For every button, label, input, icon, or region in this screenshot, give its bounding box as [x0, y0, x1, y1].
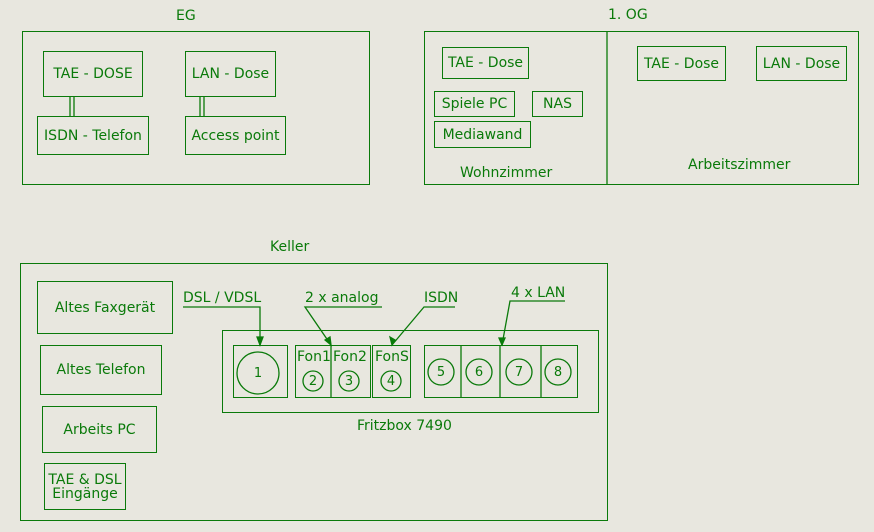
- eg-title: EG: [176, 8, 196, 24]
- og-title: 1. OG: [608, 7, 648, 23]
- eg-isdn-telefon[interactable]: ISDN - Telefon: [37, 116, 149, 155]
- eg-frame: [22, 31, 370, 185]
- port-3[interactable]: 3: [344, 374, 354, 389]
- fritzbox[interactable]: [222, 330, 599, 413]
- port-2[interactable]: 2: [308, 374, 318, 389]
- og-frame: [424, 31, 859, 185]
- arbeitszimmer-label: Arbeitszimmer: [688, 157, 791, 173]
- eg-tae-dose[interactable]: TAE - DOSE: [43, 51, 143, 97]
- fon-port-box: [295, 345, 371, 398]
- arbeit-lan-dose[interactable]: LAN - Dose: [756, 46, 847, 81]
- mediawand[interactable]: Mediawand: [434, 121, 531, 148]
- nas[interactable]: NAS: [532, 91, 583, 117]
- fons-label: FonS: [375, 349, 409, 365]
- port-5[interactable]: 5: [436, 365, 446, 380]
- isdn-label: ISDN: [424, 290, 459, 306]
- arbeit-tae-dose[interactable]: TAE - Dose: [637, 46, 726, 81]
- fritzbox-label: Fritzbox 7490: [357, 418, 452, 434]
- lan-port-box: [424, 345, 578, 398]
- keller-frame: [20, 263, 608, 521]
- arbeits-pc[interactable]: Arbeits PC: [42, 406, 157, 453]
- eg-lan-dose[interactable]: LAN - Dose: [185, 51, 276, 97]
- port-8[interactable]: 8: [553, 365, 563, 380]
- port-6[interactable]: 6: [474, 365, 484, 380]
- tae-dsl-line1: TAE & DSL: [48, 471, 122, 488]
- dsl-port-box: [233, 345, 288, 398]
- altes-faxgeraet[interactable]: Altes Faxgerät: [37, 281, 173, 334]
- tae-dsl-line2: Eingänge: [52, 485, 118, 502]
- dsl-label: DSL / VDSL: [183, 290, 262, 306]
- wohn-tae-dose[interactable]: TAE - Dose: [442, 47, 529, 79]
- fons-port-box: [372, 345, 411, 398]
- altes-telefon[interactable]: Altes Telefon: [40, 345, 162, 395]
- analog-label: 2 x analog: [305, 290, 379, 306]
- fon2-label: Fon2: [333, 349, 367, 365]
- port-4[interactable]: 4: [386, 374, 396, 389]
- port-7[interactable]: 7: [514, 365, 524, 380]
- eg-access-point[interactable]: Access point: [185, 116, 286, 155]
- wohnzimmer-label: Wohnzimmer: [460, 165, 553, 181]
- port-1[interactable]: 1: [253, 366, 263, 381]
- spiele-pc[interactable]: Spiele PC: [434, 91, 515, 117]
- lan-label: 4 x LAN: [511, 285, 566, 301]
- keller-title: Keller: [270, 239, 310, 255]
- fon1-label: Fon1: [297, 349, 331, 365]
